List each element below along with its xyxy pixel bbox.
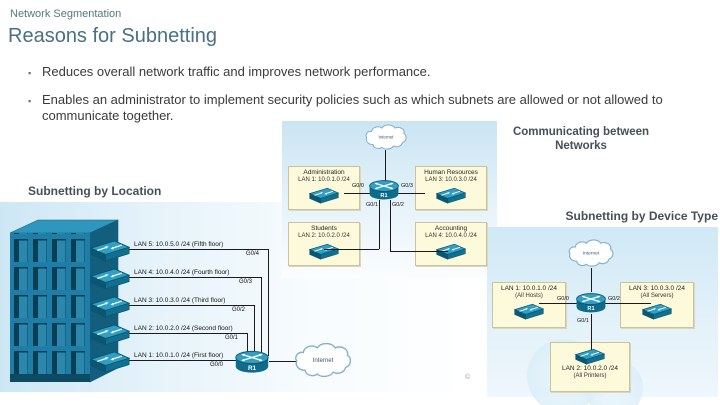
cloud-label: Internet xyxy=(583,251,600,257)
node-subnet: LAN 4: 10.0.4.0 /24 xyxy=(425,232,477,239)
caption-communicating-between-networks: Communicating between Networks xyxy=(496,125,666,153)
copyright-mark: © xyxy=(465,374,471,381)
node-subnet: LAN 1: 10.0.1.0 /24 xyxy=(500,285,557,292)
caption-line: Networks xyxy=(555,140,607,152)
lan-node-all-hosts: LAN 1: 10.0.1.0 /24 (All Hosts) xyxy=(492,282,566,328)
node-title: Administration xyxy=(303,169,345,176)
lan-node-all-printers: LAN 2: 10.0.2.0 /24 (All Printers) xyxy=(550,342,630,392)
lan-node-students: Students LAN 2: 10.0.2.0 /24 xyxy=(288,222,360,266)
interface-label: G0/4 xyxy=(246,251,260,257)
networks-diagram-panel: Internet R1 G0/0 G0/3 G0/1 G0/2 Administ… xyxy=(282,121,497,278)
link-line xyxy=(124,249,268,250)
link-line xyxy=(324,249,379,250)
bullet-item: ▪ Enables an administrator to implement … xyxy=(28,92,690,124)
interface-label: G0/2 xyxy=(392,202,404,208)
router-label: R1 xyxy=(587,306,594,312)
node-role: (All Hosts) xyxy=(515,292,543,299)
bullet-square-icon: ▪ xyxy=(28,96,32,106)
interface-label: G0/0 xyxy=(352,183,364,189)
lan-floor-label: LAN 1: 10.0.1.0 /24 (First floor) xyxy=(134,352,224,359)
link-line xyxy=(539,303,577,304)
interface-label: G0/2 xyxy=(232,307,246,313)
node-title: Students xyxy=(311,225,337,232)
node-subnet: LAN 1: 10.0.1.0 /24 xyxy=(298,176,350,183)
bullet-text: Reduces overall network traffic and impr… xyxy=(42,64,431,79)
link-line xyxy=(254,305,255,356)
internet-cloud-icon: Internet xyxy=(567,238,615,268)
switch-icon xyxy=(90,294,130,318)
slide-kicker: Network Segmentation xyxy=(10,8,122,20)
router-icon: R1 xyxy=(234,348,270,376)
lan-floor-label: LAN 3: 10.0.3.0 /24 (Third floor) xyxy=(134,297,226,304)
interface-label: G0/3 xyxy=(239,279,253,285)
bullet-list: ▪ Reduces overall network traffic and im… xyxy=(28,64,690,135)
lan-floor-label: LAN 5: 10.0.5.0 /24 (Fifth floor) xyxy=(134,241,224,248)
cloud-label: Internet xyxy=(378,134,394,139)
caption-subnetting-by-device-type: Subnetting by Device Type xyxy=(565,209,718,223)
bullet-square-icon: ▪ xyxy=(28,68,32,78)
interface-label: G0/1 xyxy=(366,202,378,208)
switch-icon xyxy=(90,349,130,373)
lan-node-accounting: Accounting LAN 4: 10.0.4.0 /24 xyxy=(415,222,487,266)
lan-node-administration: Administration LAN 1: 10.0.1.0 /24 xyxy=(288,166,360,210)
router-icon: R1 xyxy=(575,291,607,315)
link-line xyxy=(344,193,370,194)
router-label: R1 xyxy=(248,365,257,372)
node-title: Accounting xyxy=(434,225,468,232)
link-line xyxy=(261,277,262,356)
link-line xyxy=(390,200,391,252)
link-line xyxy=(379,200,380,249)
lan-node-all-servers: LAN 3: 10.0.3.0 /24 (All Servers) xyxy=(620,282,694,328)
switch-icon xyxy=(309,242,339,260)
switch-icon xyxy=(514,302,544,320)
link-line xyxy=(605,303,651,304)
cloud-label: Internet xyxy=(313,357,334,364)
router-label: R1 xyxy=(380,193,387,199)
lan-floor-label: LAN 2: 10.0.2.0 /24 (Second floor) xyxy=(134,325,233,332)
switch-icon xyxy=(575,347,605,365)
link-line xyxy=(591,314,592,350)
bullet-text: Enables an administrator to implement se… xyxy=(42,92,663,123)
lan-node-human-resources: Human Resources LAN 3: 10.0.3.0 /24 xyxy=(415,166,487,210)
node-subnet: LAN 3: 10.0.3.0 /24 xyxy=(628,285,685,292)
device-type-diagram-panel: Internet R1 G0/0 G0/2 G0/1 LAN 1: 10.0.1… xyxy=(487,227,718,405)
link-line xyxy=(124,305,254,306)
link-line xyxy=(385,150,386,181)
link-line xyxy=(247,333,248,356)
interface-label: G0/0 xyxy=(210,362,224,368)
link-line xyxy=(268,249,269,356)
node-subnet: LAN 3: 10.0.3.0 /24 xyxy=(425,176,477,183)
link-line xyxy=(269,361,296,362)
router-icon: R1 xyxy=(368,178,400,202)
link-line xyxy=(124,333,247,334)
interface-label: G0/1 xyxy=(225,335,239,341)
interface-label: G0/0 xyxy=(557,296,569,302)
link-line xyxy=(124,360,236,361)
bullet-item: ▪ Reduces overall network traffic and im… xyxy=(28,64,690,81)
internet-cloud-icon: Internet xyxy=(293,341,353,379)
interface-label: G0/3 xyxy=(401,183,413,189)
link-line xyxy=(124,277,261,278)
node-role: (All Servers) xyxy=(640,292,674,299)
node-title: Human Resources xyxy=(424,169,478,176)
internet-cloud-icon: Internet xyxy=(364,123,408,151)
page-title: Reasons for Subnetting xyxy=(8,25,218,47)
node-role: (All Printers) xyxy=(573,372,607,379)
caption-subnetting-by-location: Subnetting by Location xyxy=(28,184,162,198)
link-line xyxy=(390,251,448,252)
link-line xyxy=(591,268,592,292)
interface-label: G0/1 xyxy=(577,318,589,324)
switch-icon xyxy=(642,302,672,320)
switch-icon xyxy=(90,238,130,262)
switch-icon xyxy=(90,322,130,346)
node-subnet: LAN 2: 10.0.2.0 /24 xyxy=(561,365,618,372)
switch-icon xyxy=(309,186,339,204)
lan-floor-label: LAN 4: 10.0.4.0 /24 (Fourth floor) xyxy=(134,269,230,276)
interface-label: G0/2 xyxy=(608,296,620,302)
switch-icon xyxy=(436,186,466,204)
link-line xyxy=(398,193,425,194)
switch-icon xyxy=(90,266,130,290)
node-subnet: LAN 2: 10.0.2.0 /24 xyxy=(298,232,350,239)
caption-line: Communicating between xyxy=(512,126,650,138)
